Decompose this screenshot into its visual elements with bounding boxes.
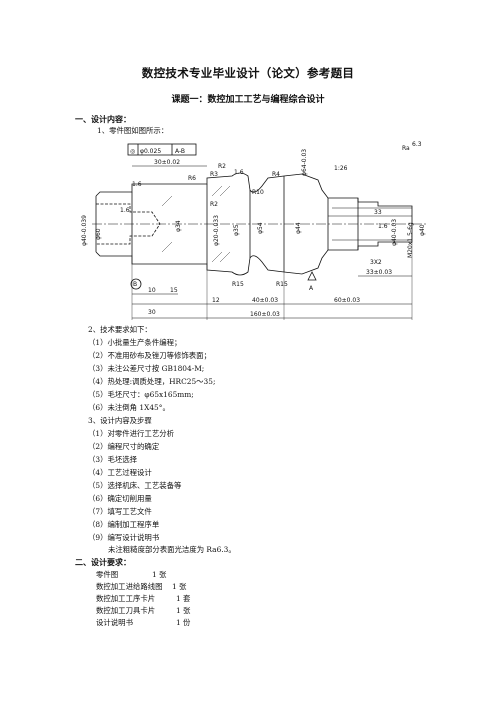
part-drawing-intro: 1、零件图如图所示： — [97, 126, 169, 135]
steps-heading: 3、设计内容及步骤 — [88, 416, 152, 425]
dim-12: 12 — [212, 297, 220, 304]
dia-35: φ35 — [233, 224, 240, 236]
label-r2-b: R2 — [210, 201, 218, 208]
label-r4: R4 — [272, 171, 280, 178]
dim-3x2: 3X2 — [370, 259, 382, 266]
dia-20: φ20-0.033 — [213, 215, 220, 246]
step-item: （7）填写工艺文件 — [88, 507, 152, 516]
deliverable-qty: 1 张 — [172, 582, 187, 591]
dim-40: 40±0.03 — [252, 297, 278, 304]
tech-req-item: （4）热处理:调质处理，HRC25～35; — [88, 377, 216, 386]
deliverable-name: 设计说明书 — [96, 618, 133, 627]
dim-10: 10 — [148, 287, 156, 294]
label-r2-a: R2 — [218, 163, 226, 170]
label-r6: R6 — [188, 175, 196, 182]
ra-general-value: 6.3 — [412, 141, 422, 148]
section1-heading: 一、设计内容： — [75, 115, 131, 124]
deliverable-qty: 1 张 — [176, 606, 191, 615]
datum-a-label: A — [309, 285, 314, 292]
dim-30-bottom: 30 — [148, 309, 156, 316]
ra-1-6-d: 1.6 — [378, 223, 388, 230]
dia-40-right: φ40-0.03 — [391, 219, 398, 246]
step-item: （2）编程尺寸的确定 — [88, 442, 160, 451]
dim-taper: 1:26 — [334, 165, 348, 172]
datum-a-marker — [307, 271, 317, 281]
section-hatching — [161, 185, 231, 263]
tech-req-heading: 2、技术要求如下： — [88, 325, 152, 334]
dia-34: φ34 — [175, 220, 182, 232]
datum-b-label: B — [133, 281, 137, 288]
part-outline-lower — [95, 224, 413, 276]
roughness-note: 未注粗糙度部分表面光洁度为 Ra6.3。 — [108, 545, 236, 554]
step-item: （5）选择机床、工艺装备等 — [88, 481, 182, 490]
tol-value: φ0.025 — [140, 148, 161, 155]
dia-40-far: φ40 — [419, 224, 426, 236]
tech-req-item: （2）不准用砂布及锉刀等修饰表面； — [88, 351, 211, 360]
dia-taper: φ64-0.03 — [301, 149, 308, 176]
step-item: （4）工艺过程设计 — [88, 468, 152, 477]
thread-spec: M20x1.5-6g — [407, 222, 414, 258]
topic-subtitle: 课题一：数控加工工艺与编程综合设计 — [171, 95, 325, 105]
step-item: （8）编制加工程序单 — [88, 520, 160, 529]
label-r10: R10 — [252, 189, 264, 196]
tech-req-item: （3）未注公差尺寸按 GB1804-M; — [88, 364, 205, 373]
ra-1-6-b: 1.6 — [120, 207, 130, 214]
dim-15: 15 — [170, 287, 178, 294]
dim-30-top: 30±0.02 — [154, 159, 180, 166]
step-item: （9）编写设计说明书 — [88, 533, 160, 542]
label-r3: R3 — [210, 171, 218, 178]
dim-60: 60±0.03 — [334, 297, 360, 304]
tech-req-item: （1）小批量生产条件编程； — [88, 338, 182, 347]
dim-33-top: 33 — [374, 209, 382, 216]
step-item: （1）对零件进行工艺分析 — [88, 429, 175, 438]
deliverable-name: 数控加工工序卡片 — [96, 594, 156, 603]
label-r15-b: R15 — [276, 281, 288, 288]
dia-44: φ44 — [295, 222, 302, 234]
dim-160: 160±0.03 — [250, 311, 280, 318]
section2-heading: 二、设计要求： — [75, 558, 131, 567]
deliverable-qty: 1 套 — [176, 594, 191, 603]
deliverable-name: 零件图 — [96, 570, 119, 579]
part-outline-upper — [95, 172, 413, 224]
tol-datum: A-B — [175, 148, 185, 155]
dim-33-bottom: 33±0.03 — [366, 269, 392, 276]
part-drawing: ◎ φ0.025 A-B 30±0.02 30 15 10 12 40±0.03… — [81, 141, 428, 320]
dia-54: φ54 — [257, 222, 264, 234]
dia-60: φ60 — [95, 228, 102, 240]
deliverable-qty: 1 张 — [152, 570, 167, 579]
dia-40-left: φ40-0.039 — [81, 215, 88, 246]
label-r15-a: R15 — [232, 281, 244, 288]
tech-req-item: （6）未注倒角 1X45°。 — [88, 403, 170, 412]
tech-req-item: （5）毛坯尺寸：φ65x165mm; — [88, 390, 194, 399]
page-title: 数控技术专业毕业设计（论文）参考题目 — [141, 66, 355, 80]
tol-symbol: ◎ — [130, 148, 135, 155]
step-item: （6）确定切削用量 — [88, 494, 152, 503]
tolerance-frame — [127, 143, 197, 156]
deliverable-name: 数控加工进给路线图 — [96, 582, 163, 591]
ra-1-6-a: 1.6 — [132, 181, 142, 188]
ra-1-6-c: 1.6 — [234, 169, 244, 176]
step-item: （3）毛坯选择 — [88, 455, 138, 464]
deliverable-qty: 1 份 — [176, 618, 191, 627]
deliverable-name: 数控加工刀具卡片 — [96, 606, 156, 615]
datum-b-marker — [130, 278, 142, 290]
ra-general: Ra — [402, 145, 410, 152]
